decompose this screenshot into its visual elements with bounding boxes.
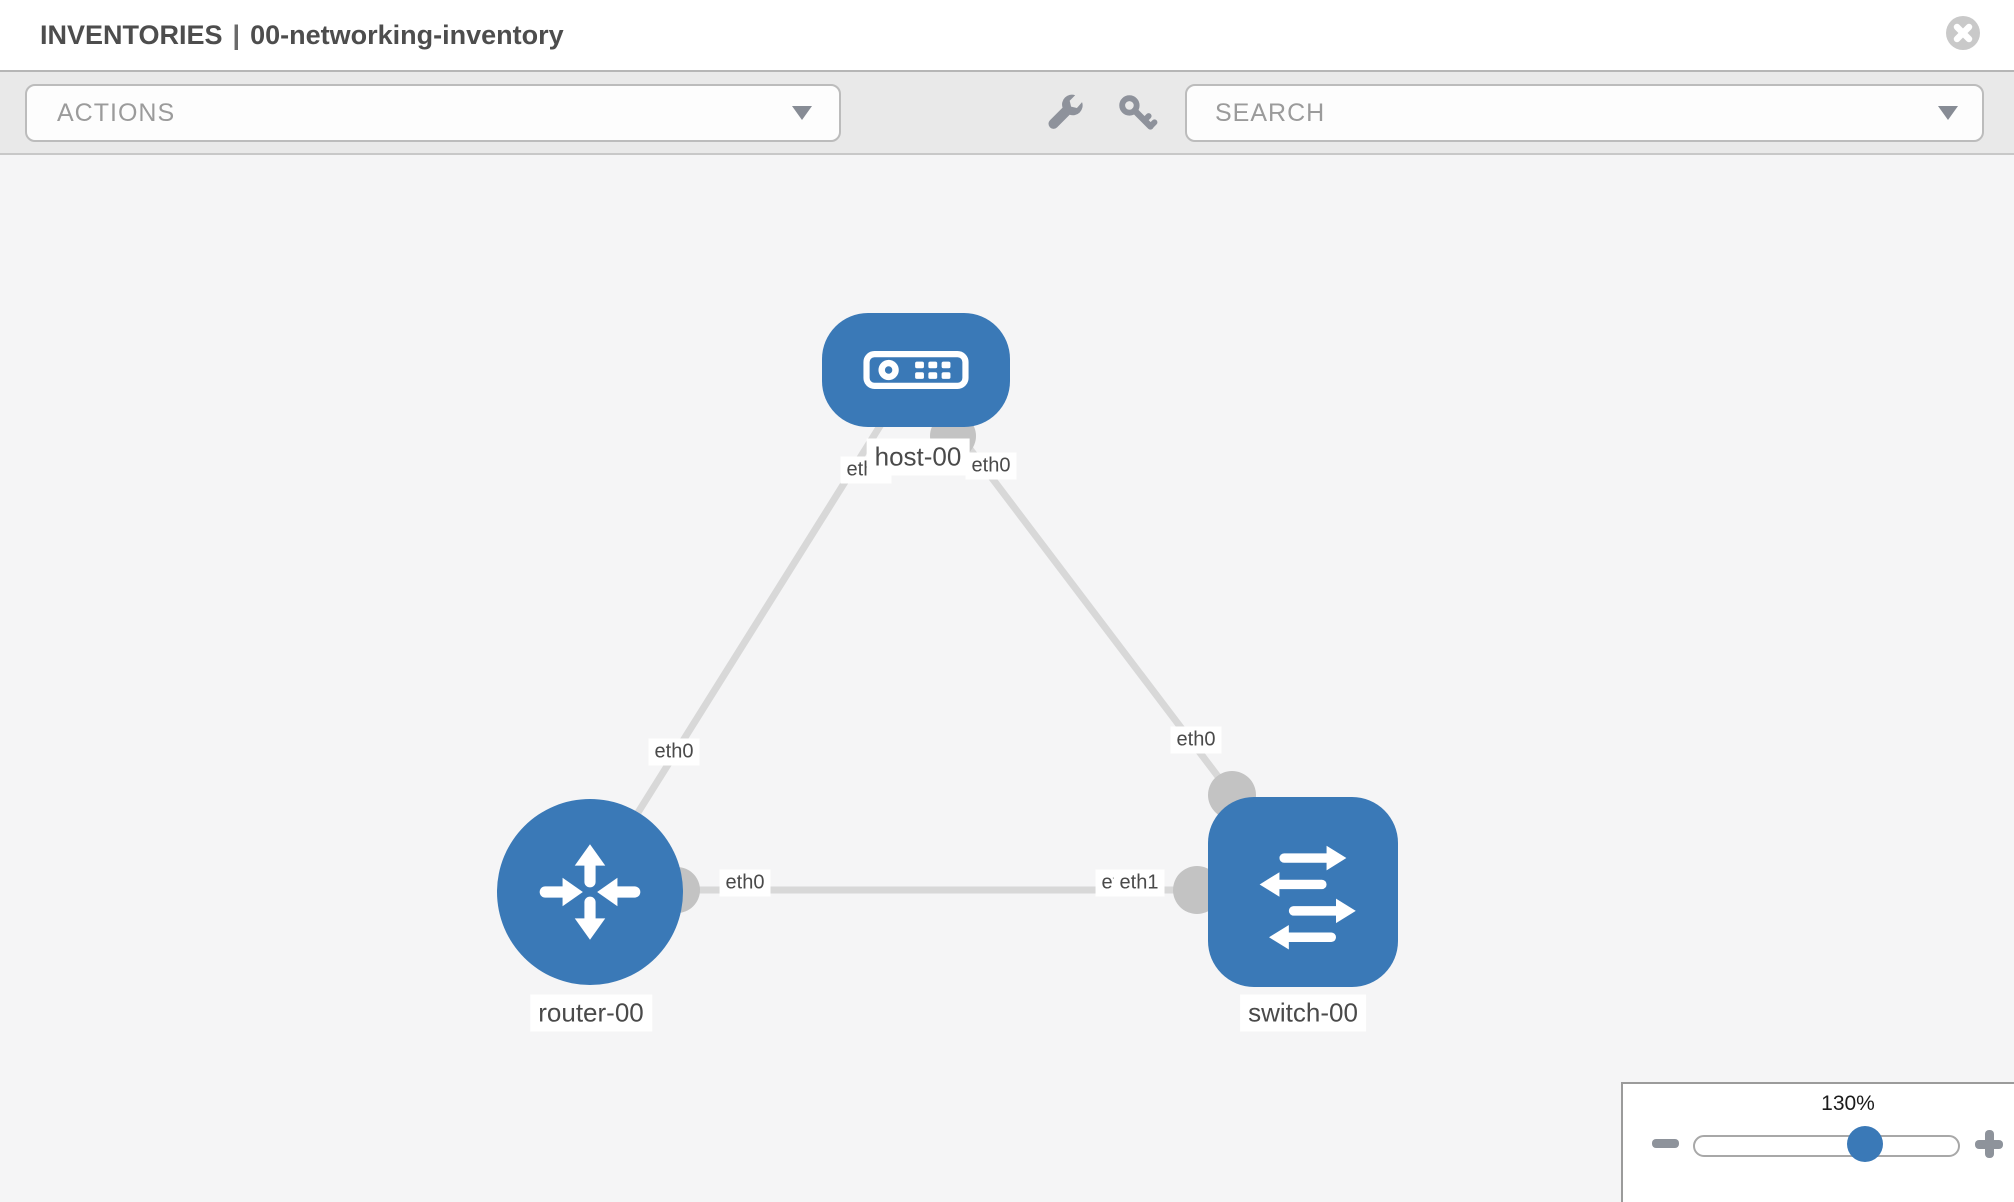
actions-dropdown-label: ACTIONS xyxy=(57,99,176,127)
chevron-down-icon xyxy=(792,106,812,120)
iface-label: eth0 xyxy=(1170,726,1222,754)
close-icon xyxy=(1953,23,1973,43)
node-label-router-00: router-00 xyxy=(530,994,652,1032)
host-icon xyxy=(863,351,969,389)
key-icon xyxy=(1119,95,1158,130)
zoom-slider-thumb[interactable] xyxy=(1847,1126,1883,1162)
breadcrumb-header: INVENTORIES | 00-networking-inventory xyxy=(0,0,2014,70)
iface-label: eth0 xyxy=(648,738,700,766)
iface-label: eth1 xyxy=(1113,869,1165,897)
zoom-out-button[interactable] xyxy=(1652,1139,1679,1148)
title-separator: | xyxy=(232,20,241,50)
inventory-name: 00-networking-inventory xyxy=(250,20,564,50)
wrench-icon xyxy=(1048,94,1083,129)
iface-label: eth0 xyxy=(719,869,771,897)
link-host-router[interactable] xyxy=(589,416,888,888)
search-dropdown[interactable] xyxy=(1185,84,1984,142)
switch-icon xyxy=(1259,845,1356,950)
zoom-slider-track[interactable] xyxy=(1693,1135,1960,1157)
router-icon xyxy=(539,844,641,940)
iface-label: eth0 xyxy=(965,452,1017,480)
configure-button[interactable] xyxy=(1046,92,1088,134)
node-label-host-00: host-00 xyxy=(866,438,970,476)
zoom-in-button[interactable] xyxy=(1975,1130,2003,1158)
chevron-down-icon xyxy=(1938,106,1958,120)
topology-canvas[interactable] xyxy=(0,155,2014,1200)
key-button[interactable] xyxy=(1116,92,1158,134)
page-title-section: INVENTORIES xyxy=(40,20,223,50)
page-title: INVENTORIES | 00-networking-inventory xyxy=(40,0,564,70)
node-switch-00[interactable] xyxy=(1208,797,1398,987)
node-router-00[interactable] xyxy=(497,799,683,985)
zoom-percent-label: 130% xyxy=(1821,1092,1875,1115)
close-button[interactable] xyxy=(1946,16,1980,50)
node-label-switch-00: switch-00 xyxy=(1240,994,1366,1032)
actions-dropdown[interactable]: ACTIONS xyxy=(25,84,841,142)
node-host-00[interactable] xyxy=(822,313,1010,427)
search-input[interactable] xyxy=(1213,88,1897,138)
zoom-widget: 130% xyxy=(1621,1082,2014,1202)
plus-icon xyxy=(1984,1130,1994,1158)
